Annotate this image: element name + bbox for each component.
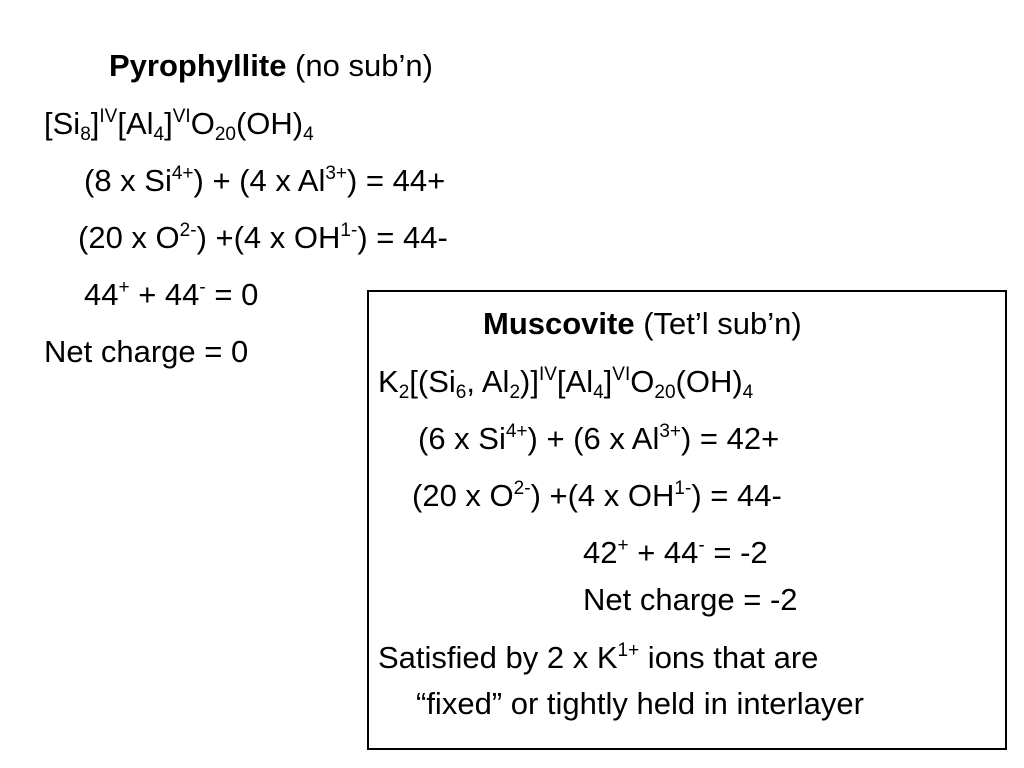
equation-part: ) + (6 x Al [527, 421, 660, 456]
formula-superscript: VI [172, 106, 191, 127]
pyrophyllite-title: Pyrophyllite (no sub’n) [109, 48, 433, 84]
charge-superscript: 3+ [659, 421, 681, 442]
equation-part: = 0 [205, 277, 259, 312]
muscovite-net-charge: Net charge = -2 [583, 582, 798, 617]
formula-part: , Al [466, 364, 510, 399]
charge-superscript: 1- [340, 220, 358, 241]
formula-part: )] [520, 364, 539, 399]
equation-part: ) = 44- [357, 220, 448, 255]
formula-subscript: 4 [742, 382, 754, 403]
equation-part: 44 [84, 277, 119, 312]
equation-part: ) + (4 x Al [193, 163, 326, 198]
muscovite-title: Muscovite (Tet’l sub’n) [483, 306, 802, 342]
charge-superscript: 3+ [325, 163, 347, 184]
formula-part: [Si [44, 106, 81, 141]
equation-part: + 44 [628, 535, 699, 570]
formula-subscript: 20 [214, 124, 236, 145]
text-part: Satisfied by 2 x K [378, 640, 618, 675]
muscovite-box: Muscovite (Tet’l sub’n) K2[(Si6, Al2)]IV… [367, 290, 1007, 750]
formula-part: K [378, 364, 399, 399]
charge-superscript: 4+ [171, 163, 194, 184]
muscovite-title-rest: (Tet’l sub’n) [634, 306, 802, 341]
pyrophyllite-anion-charge: (20 x O2-) +(4 x OH1-) = 44- [78, 220, 448, 256]
charge-superscript: 4+ [505, 421, 528, 442]
formula-part: [(Si [409, 364, 456, 399]
formula-part: O [630, 364, 655, 399]
equation-part: (6 x Si [418, 421, 506, 456]
equation-part: ) = 44+ [347, 163, 446, 198]
formula-subscript: 8 [80, 124, 91, 145]
formula-subscript: 2 [509, 382, 521, 403]
formula-subscript: 20 [654, 382, 676, 403]
formula-superscript: IV [538, 364, 557, 385]
pyrophyllite-net-charge: Net charge = 0 [44, 334, 249, 369]
formula-superscript: VI [612, 364, 631, 385]
equation-part: (20 x O [78, 220, 180, 255]
formula-subscript: 6 [455, 382, 467, 403]
charge-superscript: - [698, 535, 705, 556]
formula-subscript: 4 [153, 124, 165, 145]
formula-part: ] [90, 106, 100, 141]
equation-part: ) +(4 x OH [530, 478, 675, 513]
equation-part: (20 x O [412, 478, 514, 513]
charge-superscript: 1+ [617, 640, 640, 661]
muscovite-formula: K2[(Si6, Al2)]IV[Al4]VIO20(OH)4 [378, 364, 754, 403]
formula-superscript: IV [99, 106, 118, 127]
muscovite-interlayer-line: “fixed” or tightly held in interlayer [416, 686, 864, 721]
formula-part: ] [603, 364, 613, 399]
equation-part: = -2 [704, 535, 768, 570]
equation-part: (8 x Si [84, 163, 172, 198]
pyrophyllite-charge-sum: 44+ + 44- = 0 [84, 277, 258, 313]
muscovite-charge-sum: 42+ + 44- = -2 [583, 535, 768, 571]
muscovite-anion-charge: (20 x O2-) +(4 x OH1-) = 44- [412, 478, 782, 514]
pyrophyllite-formula: [Si8]IV[Al4]VIO20(OH)4 [44, 106, 314, 145]
charge-superscript: - [199, 277, 206, 298]
formula-part: O [190, 106, 215, 141]
pyrophyllite-title-bold: Pyrophyllite [109, 48, 287, 83]
formula-part: ] [164, 106, 173, 141]
equation-part: ) = 44- [691, 478, 782, 513]
charge-superscript: 2- [179, 220, 197, 241]
pyrophyllite-cation-charge: (8 x Si4+) + (4 x Al3+) = 44+ [84, 163, 445, 199]
muscovite-cation-charge: (6 x Si4+) + (6 x Al3+) = 42+ [418, 421, 779, 457]
formula-part: [Al [556, 364, 594, 399]
text-part: ions that are [639, 640, 819, 675]
charge-superscript: + [617, 535, 629, 556]
formula-subscript: 4 [303, 124, 314, 145]
equation-part: + 44 [129, 277, 200, 312]
pyrophyllite-title-rest: (no sub’n) [286, 48, 433, 83]
charge-superscript: 2- [513, 478, 531, 499]
charge-superscript: 1- [674, 478, 692, 499]
formula-subscript: 2 [398, 382, 410, 403]
muscovite-title-bold: Muscovite [483, 306, 635, 341]
formula-part: (OH) [235, 106, 304, 141]
formula-part: (OH) [675, 364, 743, 399]
equation-part: 42 [583, 535, 618, 570]
equation-part: ) +(4 x OH [196, 220, 341, 255]
muscovite-satisfied-line: Satisfied by 2 x K1+ ions that are [378, 640, 818, 676]
formula-part: [Al [117, 106, 154, 141]
formula-subscript: 4 [593, 382, 604, 403]
charge-superscript: + [118, 277, 130, 298]
equation-part: ) = 42+ [681, 421, 780, 456]
